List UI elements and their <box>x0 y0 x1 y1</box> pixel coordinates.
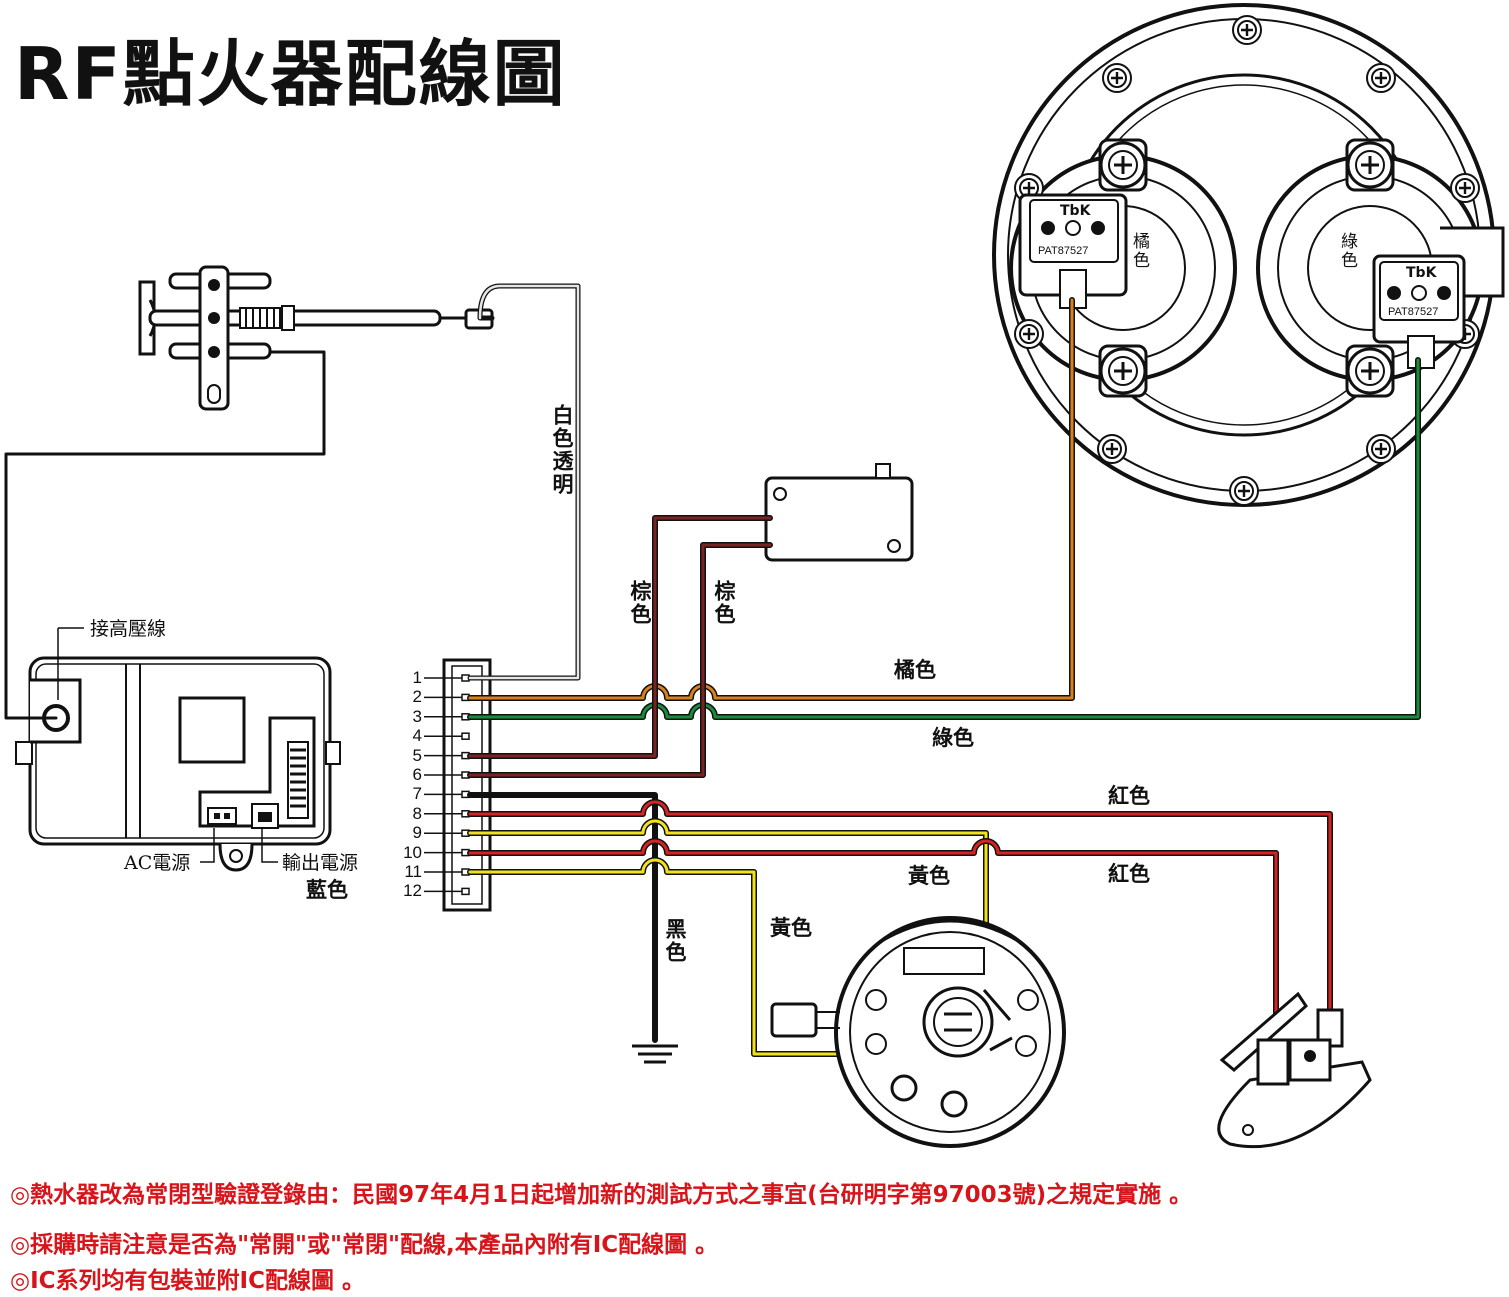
label-blue: 藍色 <box>306 878 348 902</box>
label-red-1: 紅色 <box>1108 784 1150 808</box>
thermostat-icon <box>1217 991 1372 1149</box>
igniter-box-icon <box>15 627 341 872</box>
tbk-label-2: TbK <box>1406 265 1437 281</box>
label-brown-1: 棕色 <box>628 580 652 626</box>
connector-icon <box>424 658 492 912</box>
connector-pin-11: 11 <box>404 862 422 881</box>
pat-label-1: PAT87527 <box>1038 245 1089 257</box>
note-3: ◎IC系列均有包裝並附IC配線圖 。 <box>10 1268 365 1294</box>
note-2: ◎採購時請注意是否為"常開"或"常閉"配線,本產品內附有IC配線圖 。 <box>10 1232 719 1258</box>
label-hv-wire: 接高壓線 <box>90 618 167 640</box>
tbk-label-1: TbK <box>1060 203 1091 219</box>
label-white-clear: 白色透明 <box>550 404 574 496</box>
connector-pin-7: 7 <box>412 784 422 804</box>
label-black: 黑色 <box>663 918 687 964</box>
ignition-electrode-icon <box>138 265 494 411</box>
wires <box>4 283 1421 1057</box>
connector-pin-3: 3 <box>412 706 422 726</box>
connector-pin-2: 2 <box>412 687 422 707</box>
label-green-valve: 綠色 <box>1337 232 1357 270</box>
label-yellow-1: 黃色 <box>908 864 950 888</box>
label-yellow-2: 黃色 <box>770 916 812 940</box>
label-brown-2: 棕色 <box>712 580 736 626</box>
micro-switch-icon <box>764 463 914 562</box>
label-green-wire: 綠色 <box>932 726 974 750</box>
note-1: ◎熱水器改為常閉型驗證登錄由：民國97年4月1日起增加新的測試方式之事宜(台研明… <box>10 1182 1193 1208</box>
connector-pin-4: 4 <box>412 726 422 746</box>
label-output-power: 輸出電源 <box>282 852 359 874</box>
connector-pin-8: 8 <box>412 803 422 823</box>
label-orange-wire: 橘色 <box>894 658 936 682</box>
page-title: RF點火器配線圖 <box>14 32 567 116</box>
connector-pin-5: 5 <box>412 745 422 765</box>
solenoid-icon <box>1372 254 1466 369</box>
solenoid-icon <box>1018 193 1128 309</box>
ground-icon <box>632 1044 678 1064</box>
connector-pin-6: 6 <box>412 765 422 784</box>
pin-terminal-4 <box>461 732 470 740</box>
label-red-2: 紅色 <box>1108 862 1150 886</box>
connector-pin-1: 1 <box>412 668 422 687</box>
pin-terminal-12 <box>461 887 470 896</box>
pat-label-2: PAT87527 <box>1388 306 1439 318</box>
connector-pin-9: 9 <box>412 823 422 843</box>
connector-pin-10: 10 <box>403 842 422 862</box>
label-ac-power: AC電源 <box>124 852 191 874</box>
water-valve-icon <box>770 916 1066 1148</box>
label-orange-valve: 橘色 <box>1129 232 1149 270</box>
connector-pin-12: 12 <box>403 881 422 901</box>
gas-valve-icon <box>992 3 1505 507</box>
